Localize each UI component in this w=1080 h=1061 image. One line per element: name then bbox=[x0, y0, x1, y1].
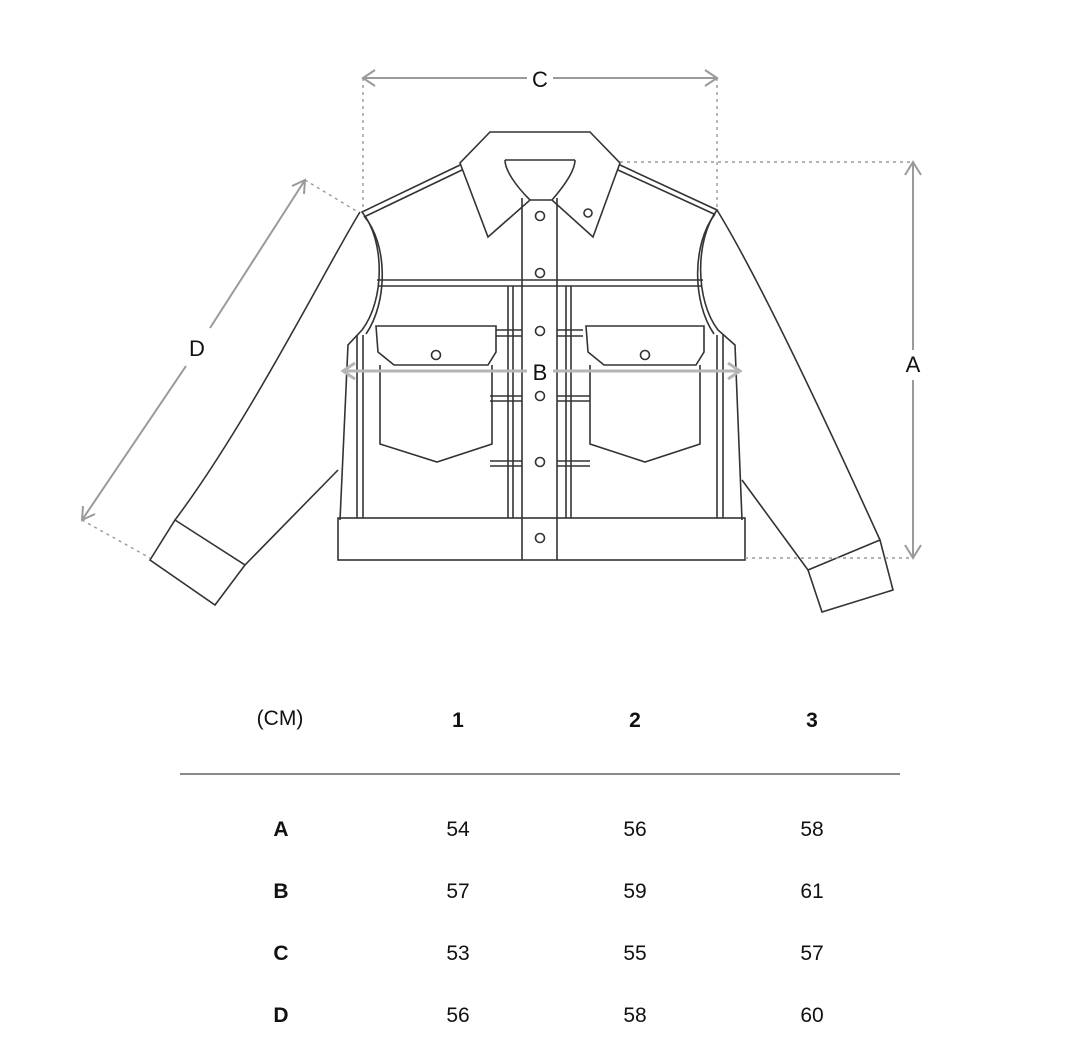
row-label: B bbox=[273, 880, 289, 903]
dimension-c-arrow bbox=[361, 69, 719, 87]
dimension-b-arrow bbox=[340, 361, 743, 381]
hem-band bbox=[337, 517, 746, 561]
jacket-outline bbox=[148, 131, 894, 613]
table-cell: 55 bbox=[623, 942, 647, 965]
table-cell: 56 bbox=[623, 818, 647, 841]
left-sleeve bbox=[174, 211, 361, 566]
label-b: B bbox=[533, 360, 548, 385]
table-divider bbox=[180, 773, 900, 775]
table-cell: 56 bbox=[446, 1004, 470, 1027]
table-cell: 58 bbox=[800, 818, 824, 841]
table-cell: 58 bbox=[623, 1004, 647, 1027]
buttons bbox=[430, 208, 651, 544]
table-cell: 60 bbox=[800, 1004, 824, 1027]
table-cell: 57 bbox=[800, 942, 824, 965]
table-cell: 54 bbox=[446, 818, 470, 841]
right-cuff bbox=[807, 538, 894, 613]
right-pocket bbox=[585, 325, 705, 463]
dimension-a-arrow bbox=[904, 160, 922, 560]
label-a: A bbox=[906, 352, 921, 377]
left-pocket bbox=[375, 325, 497, 463]
left-cuff bbox=[148, 518, 247, 607]
dimension-lines bbox=[80, 69, 922, 560]
table-cell: 53 bbox=[446, 942, 470, 965]
right-sleeve bbox=[716, 209, 881, 571]
label-d: D bbox=[189, 336, 205, 361]
row-label: D bbox=[273, 1004, 289, 1027]
label-c: C bbox=[532, 67, 548, 92]
row-label: A bbox=[273, 818, 289, 841]
collar bbox=[459, 131, 621, 239]
dimension-d-arrow bbox=[80, 178, 307, 522]
column-header: 3 bbox=[806, 709, 818, 732]
table-cell: 59 bbox=[623, 880, 647, 903]
column-header: 2 bbox=[629, 709, 641, 732]
table-cell: 57 bbox=[446, 880, 470, 903]
column-header: 1 bbox=[452, 709, 464, 732]
row-label: C bbox=[273, 942, 289, 965]
table-cell: 61 bbox=[800, 880, 824, 903]
unit-label: (CM) bbox=[256, 707, 304, 730]
